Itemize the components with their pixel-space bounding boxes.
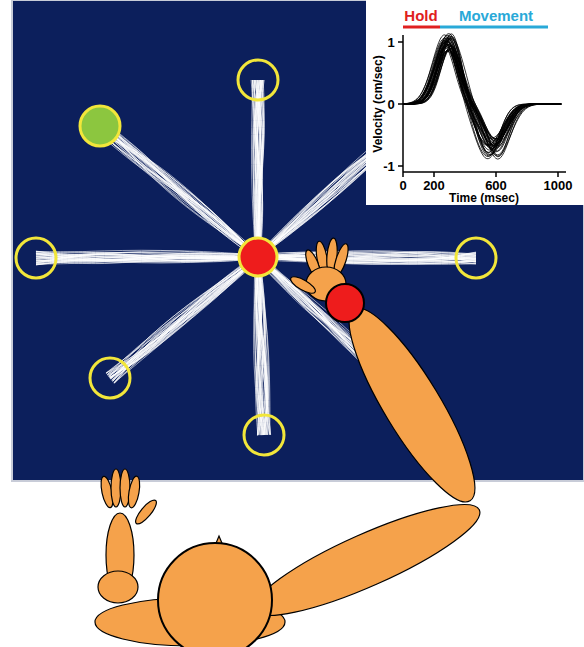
velocity-traces bbox=[403, 34, 561, 159]
target-circle bbox=[244, 415, 284, 455]
phase-label: Hold bbox=[404, 8, 437, 23]
trajectory-line bbox=[254, 80, 263, 259]
velocity-trace bbox=[403, 38, 561, 150]
trajectory-line bbox=[255, 80, 262, 260]
axis-title: Time (msec) bbox=[449, 192, 519, 204]
trajectory-line bbox=[257, 252, 476, 260]
target-circle bbox=[90, 358, 130, 398]
trajectory-line bbox=[103, 123, 259, 256]
velocity-trace bbox=[403, 51, 561, 140]
velocity-trace bbox=[403, 39, 561, 152]
trajectory-line bbox=[256, 80, 261, 257]
velocity-trace bbox=[403, 39, 561, 145]
trajectory-line bbox=[97, 130, 260, 256]
trajectory-line bbox=[257, 256, 271, 435]
trajectory-line bbox=[111, 254, 259, 378]
trajectory-line bbox=[36, 254, 259, 263]
center-target bbox=[239, 238, 277, 276]
velocity-trace bbox=[403, 41, 561, 152]
trajectory-line bbox=[256, 259, 267, 435]
trajectory-line bbox=[258, 256, 266, 435]
trajectory-line bbox=[256, 80, 264, 257]
movement-bar bbox=[440, 26, 548, 29]
trajectory-line bbox=[257, 257, 265, 436]
hand-cursor bbox=[326, 284, 364, 322]
tick-label: 200 bbox=[423, 179, 445, 192]
trajectory-line bbox=[254, 80, 263, 260]
trajectory-line bbox=[106, 255, 258, 373]
inset-panel bbox=[366, 0, 584, 205]
subject-figure bbox=[95, 238, 494, 647]
trajectory-line bbox=[112, 258, 261, 380]
trajectory-line bbox=[256, 254, 476, 260]
trajectory-line bbox=[256, 255, 270, 434]
trajectory-line bbox=[96, 131, 258, 260]
trajectory-line bbox=[255, 80, 262, 259]
left-wrist bbox=[98, 571, 138, 603]
trajectory-line bbox=[99, 127, 257, 255]
tick-label: 1000 bbox=[544, 179, 573, 192]
velocity-trace bbox=[403, 46, 561, 155]
velocity-trace bbox=[403, 36, 561, 159]
tick-label: 0 bbox=[387, 98, 394, 111]
trajectory-line bbox=[256, 257, 270, 435]
velocity-trace bbox=[403, 35, 561, 157]
target-circle bbox=[16, 238, 56, 278]
velocity-trace bbox=[403, 47, 561, 145]
trajectory-line bbox=[108, 256, 257, 376]
velocity-trace bbox=[403, 38, 561, 156]
upper-arm bbox=[244, 486, 490, 634]
hold-bar bbox=[403, 26, 440, 29]
velocity-trace bbox=[403, 44, 561, 138]
trajectory-line bbox=[104, 121, 260, 258]
velocity-trace bbox=[403, 40, 561, 147]
tick-label: 0 bbox=[399, 179, 406, 192]
forearm bbox=[330, 295, 494, 516]
velocity-trace bbox=[403, 34, 561, 155]
velocity-trace bbox=[403, 34, 561, 156]
tick-label: 600 bbox=[485, 179, 507, 192]
active-target bbox=[80, 106, 120, 146]
trajectory-line bbox=[107, 254, 258, 374]
tick-label: 1 bbox=[387, 36, 394, 49]
inset-axes bbox=[398, 35, 566, 177]
trajectory-line bbox=[256, 254, 475, 260]
target-circle bbox=[238, 60, 278, 100]
workspace-board bbox=[12, 0, 584, 481]
trajectory-line bbox=[111, 259, 259, 380]
phase-label: Movement bbox=[459, 8, 533, 23]
tick-label: -1 bbox=[383, 160, 395, 173]
trajectory-line bbox=[256, 80, 259, 258]
target-circle bbox=[456, 238, 496, 278]
velocity-trace bbox=[403, 41, 561, 150]
axis-title: Velocity (cm/sec) bbox=[372, 55, 384, 152]
velocity-trace bbox=[403, 49, 561, 155]
velocity-trace bbox=[403, 38, 561, 148]
head bbox=[158, 543, 272, 647]
trajectory-line bbox=[256, 257, 268, 435]
